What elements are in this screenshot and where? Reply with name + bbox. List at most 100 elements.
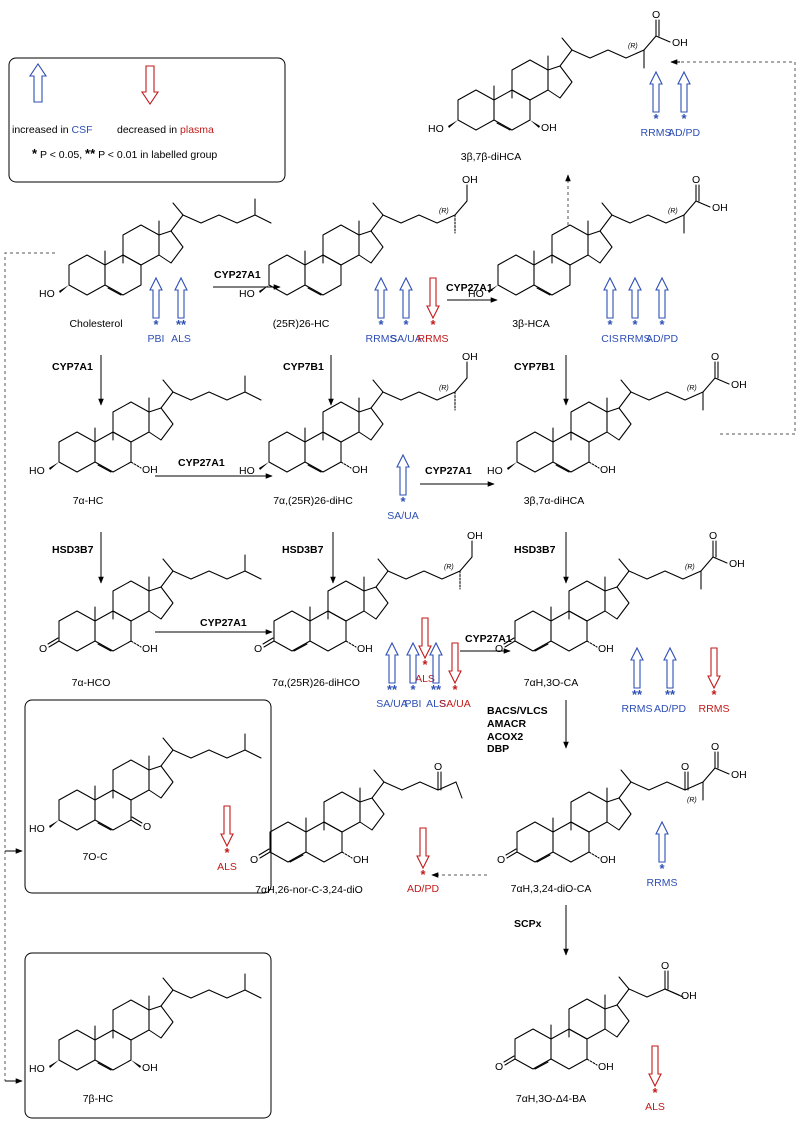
atom-label: HO xyxy=(29,823,45,835)
side-bond xyxy=(244,749,262,759)
compound-name: 7αH,3O-Δ4-BA xyxy=(516,1093,586,1105)
keto-bond xyxy=(503,1055,515,1063)
enzyme-label: CYP27A1 xyxy=(200,617,247,629)
ring-a xyxy=(58,1029,96,1071)
significance-mark: * xyxy=(400,494,406,509)
c21-methyl xyxy=(561,37,573,51)
side-bond xyxy=(702,767,716,783)
marker-up: *SA/UA xyxy=(387,453,419,522)
enzyme-label: HSD3B7 xyxy=(52,544,94,556)
marker-up: *PBI xyxy=(148,276,164,345)
wedge-3 xyxy=(49,1060,59,1068)
ring-c xyxy=(322,224,360,266)
wedge-7 xyxy=(131,1060,141,1068)
atom-label: HO xyxy=(468,288,484,300)
side-bond xyxy=(254,214,272,224)
ring-d xyxy=(148,1005,174,1039)
significance-mark: * xyxy=(653,111,659,126)
side-bond xyxy=(712,556,728,564)
significance-mark: * xyxy=(153,317,159,332)
significance-mark: ** xyxy=(387,682,398,697)
atom-label: O xyxy=(652,9,660,21)
atom-label: O xyxy=(254,643,262,655)
enzyme-label: CYP7A1 xyxy=(52,361,93,373)
compound-name: 7αH,3,24-diO-CA xyxy=(511,883,592,895)
marker-up: *RRMS xyxy=(641,70,671,139)
side-bond xyxy=(630,781,650,791)
atom-label: OH xyxy=(600,854,616,866)
decrease-arrow-icon xyxy=(707,647,721,690)
wedge-7 xyxy=(530,120,540,128)
double-bond-5 xyxy=(307,287,322,296)
side-bond xyxy=(172,391,192,401)
atom-label: OH xyxy=(142,643,158,655)
enzyme-label: CYP27A1 xyxy=(446,282,493,294)
atom-label: OH xyxy=(712,202,728,214)
side-bond xyxy=(436,391,456,401)
side-bond xyxy=(418,391,438,401)
c21-methyl xyxy=(162,379,174,393)
keto-bond xyxy=(263,640,275,648)
keto-bond xyxy=(503,637,515,645)
ring-d xyxy=(148,765,174,799)
ring-d xyxy=(587,230,613,264)
group-label: ALS xyxy=(171,333,191,345)
side-bond xyxy=(190,570,210,580)
stereo-label: (R) xyxy=(439,385,449,392)
keto-bond xyxy=(505,848,517,856)
compound-name: 7α-HC xyxy=(73,495,104,507)
side-bond xyxy=(423,570,443,580)
marker-up: **AD/PD xyxy=(654,646,686,715)
box-7beta-HC xyxy=(24,952,272,1119)
significance-mark: * xyxy=(659,861,665,876)
ring-d xyxy=(158,230,184,264)
keto-bond xyxy=(262,637,274,645)
atom-label: OH xyxy=(352,464,368,476)
ring-a xyxy=(68,254,106,296)
group-label: RRMS xyxy=(418,333,449,345)
c17-c20 xyxy=(170,214,184,232)
side-bond xyxy=(382,391,402,401)
ring-c xyxy=(570,791,608,833)
significance-mark: ** xyxy=(632,687,643,702)
atom-label: HO xyxy=(428,123,444,135)
side-bond xyxy=(695,200,711,208)
enzyme-label: CYP7B1 xyxy=(514,361,555,373)
marker-up: *RRMS xyxy=(647,820,678,889)
side-bond xyxy=(436,214,456,224)
atom-label: OH xyxy=(357,643,373,655)
atom-label: O xyxy=(711,741,719,753)
side-bond xyxy=(607,49,627,59)
box-7O-C xyxy=(24,699,272,894)
ring-d xyxy=(148,586,174,620)
side-bond xyxy=(666,391,686,401)
stereo-label: (R) xyxy=(685,564,695,571)
dashed-connector xyxy=(671,61,796,435)
c21-methyl xyxy=(372,202,384,216)
side-bond xyxy=(655,35,671,43)
double-bond-4 xyxy=(289,854,304,863)
ring-a xyxy=(457,89,495,131)
side-bond xyxy=(218,214,238,224)
side-bond xyxy=(459,556,473,572)
significance-mark: * xyxy=(659,317,665,332)
marker-down: *SA/UA xyxy=(439,642,471,710)
hash-7 xyxy=(130,640,142,648)
group-label: RRMS xyxy=(647,877,678,889)
increase-arrow-icon xyxy=(630,646,644,689)
marker-up: *RRMS xyxy=(366,276,396,345)
double-bond-5 xyxy=(555,464,570,473)
atom-label: O xyxy=(692,174,700,186)
compound-name: 7α,(25R)26-diHC xyxy=(273,495,353,507)
c21-methyl xyxy=(618,558,630,572)
atom-label: OH xyxy=(142,1062,158,1074)
atom-label: OH xyxy=(731,379,747,391)
ring-c xyxy=(112,580,150,622)
significance-mark: * xyxy=(224,845,230,860)
increase-arrow-icon xyxy=(663,646,677,689)
